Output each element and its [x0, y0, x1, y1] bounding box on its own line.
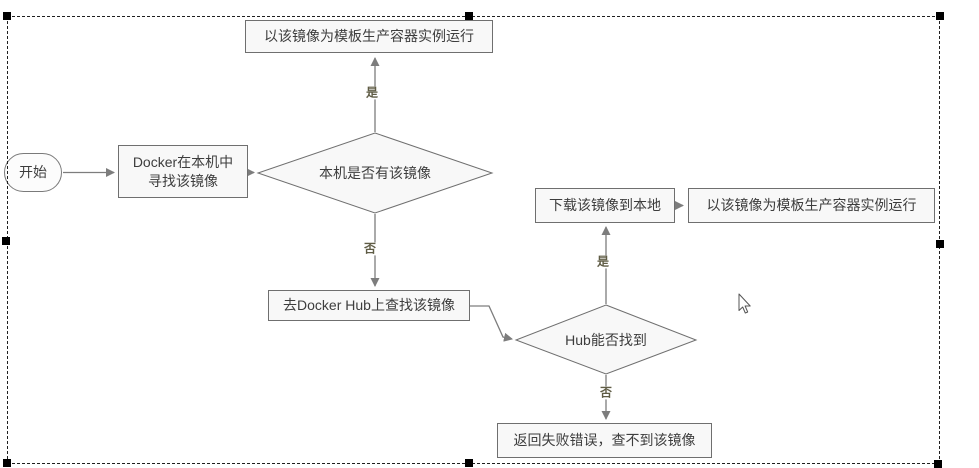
- decision-hub-found-shape: [514, 304, 698, 375]
- selection-handle-top-left[interactable]: [3, 12, 11, 20]
- selection-handle-middle-left[interactable]: [2, 237, 10, 245]
- node-start: 开始: [4, 153, 62, 192]
- edge-label-local-yes: 是: [364, 85, 380, 100]
- selection-handle-bottom-left[interactable]: [3, 459, 11, 467]
- decision-local-has-image-label: 本机是否有该镜像: [319, 165, 431, 181]
- selection-handle-bottom-middle[interactable]: [465, 459, 473, 467]
- node-fail: 返回失败错误，查不到该镜像: [497, 423, 712, 458]
- node-find-local: Docker在本机中 寻找该镜像: [118, 145, 248, 198]
- node-download-local: 下载该镜像到本地: [535, 188, 675, 223]
- node-download-local-label: 下载该镜像到本地: [549, 197, 661, 214]
- node-find-local-line1: Docker在本机中: [132, 154, 234, 171]
- node-run-instance-right-label: 以该镜像为模板生产容器实例运行: [706, 197, 917, 214]
- node-run-instance-top: 以该镜像为模板生产容器实例运行: [245, 20, 493, 53]
- edge-label-local-no: 否: [362, 241, 378, 256]
- node-find-local-line2: 寻找该镜像: [148, 172, 218, 189]
- edge-label-hub-no: 否: [598, 385, 614, 400]
- decision-hub-found-label: Hub能否找到: [565, 332, 647, 348]
- node-start-label: 开始: [19, 164, 47, 181]
- selection-handle-middle-right[interactable]: [936, 240, 944, 248]
- node-run-instance-top-label: 以该镜像为模板生产容器实例运行: [264, 28, 474, 45]
- decision-local-has-image-shape: [256, 132, 494, 214]
- selection-handle-bottom-right[interactable]: [934, 460, 942, 468]
- mouse-cursor: [738, 293, 751, 314]
- node-fail-label: 返回失败错误，查不到该镜像: [513, 432, 696, 449]
- selection-handle-top-right[interactable]: [936, 12, 944, 20]
- edge-label-hub-yes: 是: [595, 254, 611, 269]
- node-hub-search: 去Docker Hub上查找该镜像: [268, 290, 470, 321]
- selection-handle-top-middle[interactable]: [465, 12, 473, 20]
- connector-hubsearch-to-hubdecision: [470, 305, 513, 342]
- node-hub-search-label: 去Docker Hub上查找该镜像: [283, 297, 455, 314]
- node-run-instance-right: 以该镜像为模板生产容器实例运行: [688, 188, 935, 223]
